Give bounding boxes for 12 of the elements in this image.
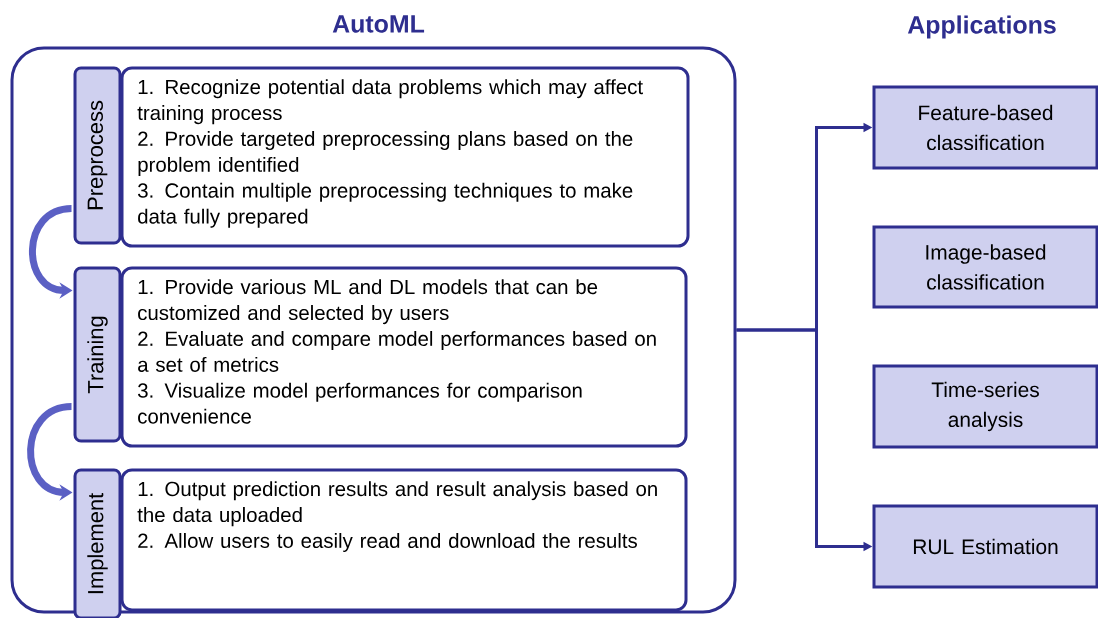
- application-box: Time-series analysis: [872, 364, 1098, 449]
- node-label: AutoML: [332, 15, 425, 33]
- stage-tab: Implement: [73, 468, 122, 618]
- stage-tab: Training: [73, 266, 122, 443]
- application-box: Image-based classification: [872, 225, 1098, 309]
- stage-tab: Preprocess: [73, 66, 122, 245]
- heading: Applications: [907, 15, 1056, 39]
- text-box: 1. Recognize potential data problems which may affect training process 2. Provide targeted preprocessing plans based on the problem identified 3. Contain multiple preprocessing techniques to make data fully prepared: [120, 66, 690, 248]
- text-box: 1. Provide various ML and DL models that can be customized and selected by users 2. Evaluate and compare model performances based on a set of metrics 3. Visualize model performances for comparison convenience: [120, 266, 688, 448]
- application-box: Feature-based classification: [872, 85, 1098, 170]
- text-box: 1. Output prediction results and result analysis based on the data uploaded 2. Allow users to easily read and download the results: [120, 468, 688, 612]
- application-box: RUL Estimation: [872, 504, 1098, 589]
